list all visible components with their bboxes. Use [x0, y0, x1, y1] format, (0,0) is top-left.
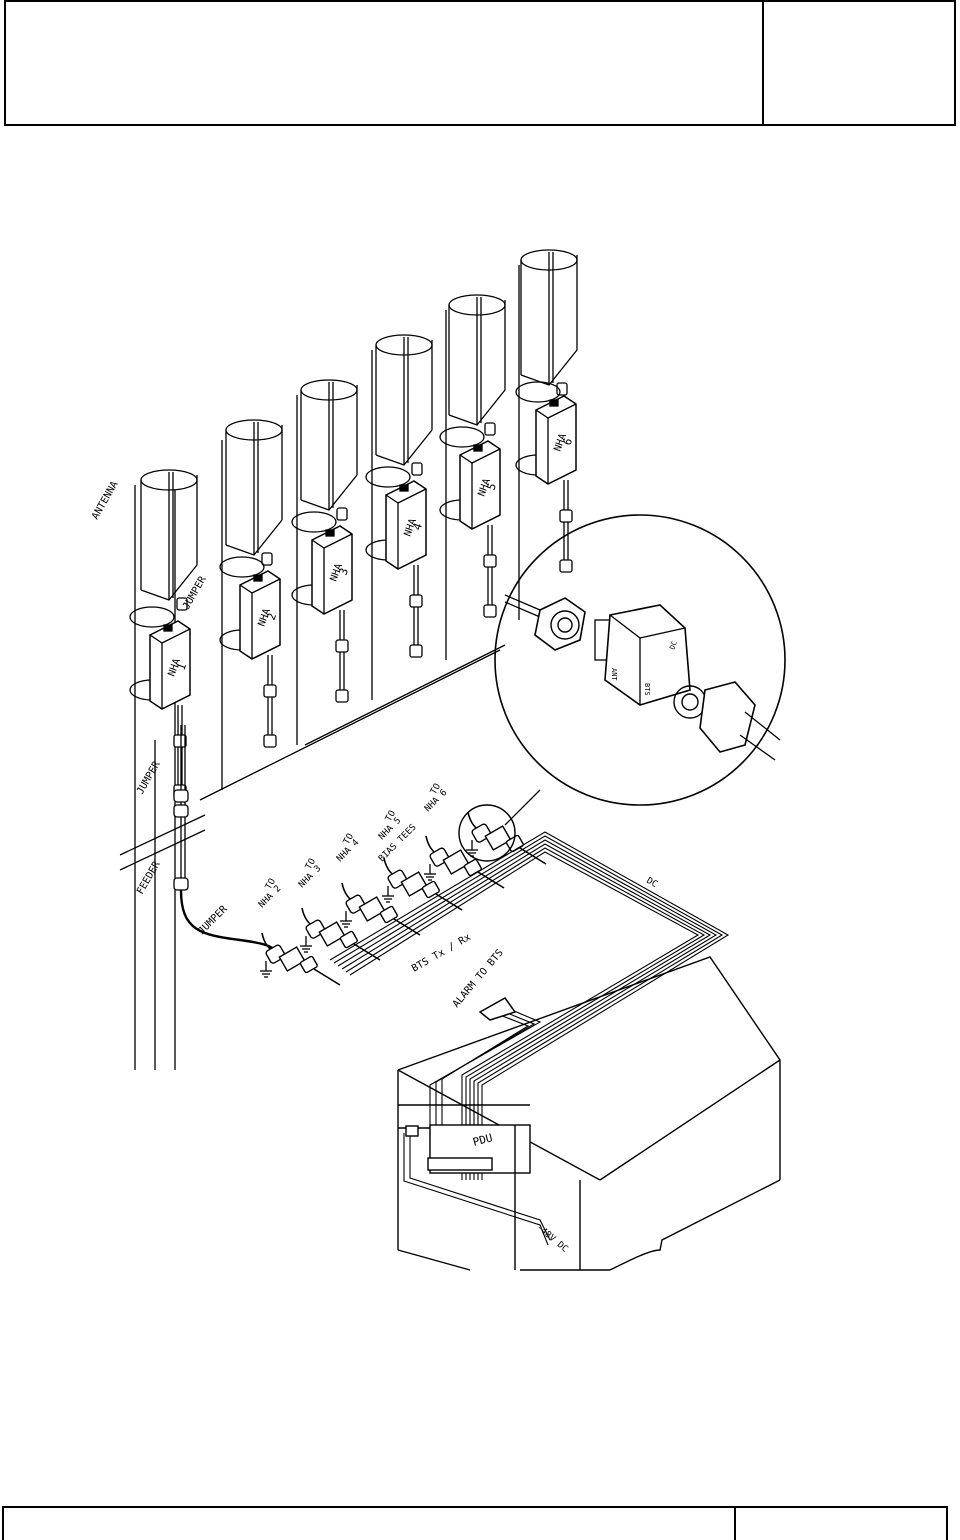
antenna-1: [141, 470, 197, 610]
inset-ant-label: ANT: [610, 668, 618, 681]
antenna-6: [521, 250, 577, 395]
jumper-bottom-label: JUMPER: [196, 903, 230, 937]
feeder-label: FEEDER: [135, 859, 163, 897]
inset-bts-label: BTS: [643, 683, 651, 696]
detail-inset: [459, 515, 785, 861]
antenna-3: [301, 380, 357, 520]
break-symbol: [120, 815, 205, 870]
feeder-cable: [174, 725, 278, 952]
dc-label: DC: [645, 876, 659, 890]
labels: ANTENNA JUMPER JUMPER FEEDER JUMPER TO N…: [90, 479, 679, 1254]
minus48-label: -48V DC: [534, 1223, 569, 1255]
antenna-2: [226, 420, 282, 565]
support-lines: [200, 265, 519, 800]
alarm-label: ALARM TO BTS: [451, 948, 506, 1010]
antenna-4: [376, 335, 432, 475]
antennas: [141, 250, 577, 610]
antenna-label: ANTENNA: [90, 479, 121, 521]
antenna-5: [449, 295, 505, 435]
jumper-mid-label: JUMPER: [135, 759, 163, 797]
bts-txrx-label: BTS Tx / Rx: [410, 932, 473, 975]
